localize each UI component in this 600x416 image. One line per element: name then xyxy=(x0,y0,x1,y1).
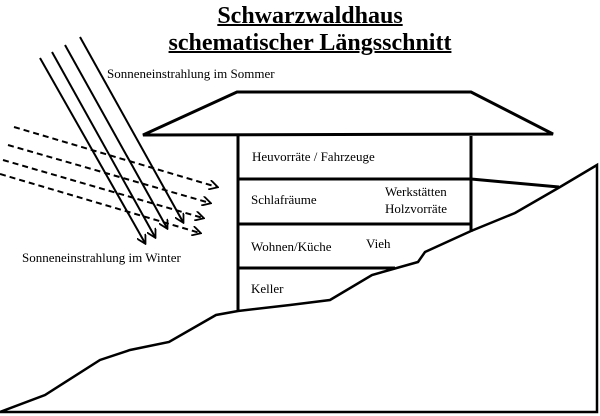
room-hay: Heuvorräte / Fahrzeuge xyxy=(252,149,375,164)
winter-ray xyxy=(0,173,200,233)
winter-sun-rays xyxy=(0,126,217,233)
room-living: Wohnen/Küche xyxy=(251,239,332,254)
winter-ray xyxy=(7,144,210,203)
room-wood: Holzvorräte xyxy=(385,201,448,216)
room-bedrooms: Schlafräume xyxy=(251,192,317,207)
winter-ray xyxy=(2,159,203,218)
title-line-2: schematischer Längsschnitt xyxy=(168,30,452,56)
summer-ray xyxy=(51,51,155,237)
room-workshops: Werkstätten xyxy=(385,184,447,199)
summer-ray xyxy=(64,44,167,228)
winter-ray xyxy=(13,126,217,187)
room-livestock: Vieh xyxy=(366,236,391,251)
house xyxy=(236,136,560,311)
roof xyxy=(142,90,554,137)
winter-sun-label: Sonneneinstrahlung im Winter xyxy=(22,250,181,265)
ground-slope xyxy=(0,162,599,414)
room-cellar: Keller xyxy=(251,281,284,296)
summer-sun-label: Sonneneinstrahlung im Sommer xyxy=(107,66,275,81)
title-line-1: Schwarzwaldhaus xyxy=(217,3,403,29)
